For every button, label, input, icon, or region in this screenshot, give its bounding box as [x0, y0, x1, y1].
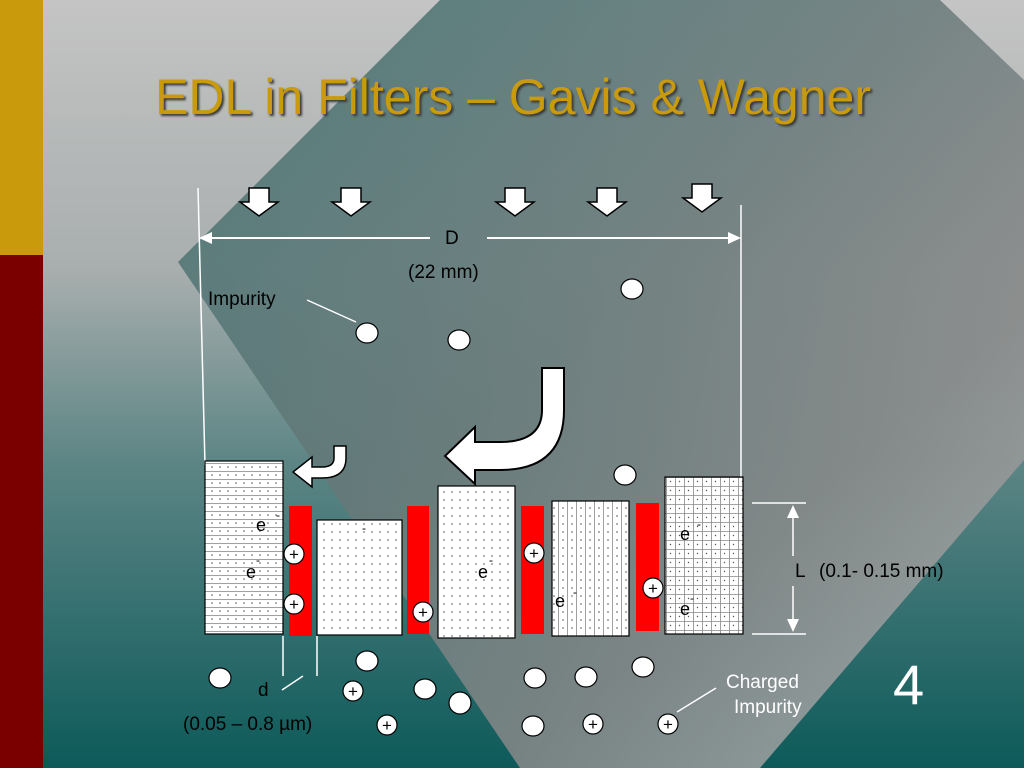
- impurity-particle: [574, 666, 598, 688]
- plus-sign: +: [289, 595, 299, 614]
- impurities-top: [355, 278, 644, 486]
- impurity-particle: [413, 678, 437, 700]
- plus-sign: +: [382, 716, 392, 735]
- impurity-particle: [523, 667, 547, 689]
- curved-arrow-large-icon: [443, 367, 565, 487]
- impurity-particle: [208, 667, 232, 689]
- electron-label: e: [555, 591, 565, 611]
- charged-particle: [283, 543, 305, 565]
- red-strip: [289, 506, 312, 636]
- curved-arrow-small-icon: [291, 445, 347, 489]
- electron-sup: -: [489, 553, 493, 567]
- charged-impurity-pointer-line: [676, 687, 717, 713]
- electron-sup: -: [362, 521, 366, 535]
- plus-sign: +: [348, 682, 358, 701]
- impurity-particle: [447, 329, 471, 351]
- impurities-bottom: [208, 650, 679, 737]
- charged-particle: [342, 680, 364, 702]
- impurity-particle: [355, 650, 379, 672]
- label-d: d: [258, 680, 269, 701]
- label-D-value: (22 mm): [408, 262, 479, 283]
- filter-block-3: [437, 485, 516, 639]
- background-diamond: [178, 0, 1024, 768]
- charged-particles-on-filter: [283, 542, 664, 623]
- label-charged: Charged: [726, 672, 799, 693]
- charged-particle: [642, 577, 664, 599]
- impurity-particle: [448, 691, 472, 715]
- d-pointer-line: [281, 675, 304, 691]
- charged-particle: [283, 593, 305, 615]
- electron-label: e: [256, 515, 266, 535]
- plus-sign: +: [648, 579, 658, 598]
- maroon-side-bar: [0, 255, 43, 768]
- page-number: 4: [893, 653, 925, 716]
- red-strip: [521, 506, 544, 634]
- impurity-particle: [355, 322, 379, 344]
- impurity-particle: [631, 656, 655, 678]
- charged-particle: [376, 714, 398, 736]
- electron-sup: -: [573, 585, 577, 599]
- plus-sign: +: [418, 603, 428, 622]
- electron-sup: -: [276, 508, 280, 522]
- impurity-particle: [620, 278, 644, 300]
- gold-side-bar: [0, 0, 43, 255]
- electron-sup: -: [256, 553, 260, 567]
- label-D: D: [445, 228, 459, 249]
- dimension-D: [199, 232, 741, 244]
- impurity-pointer-line: [306, 299, 357, 323]
- impurity-particle: [613, 464, 637, 486]
- electron-label: e: [680, 524, 690, 544]
- impurity-particle: [521, 715, 545, 737]
- electron-sup: -: [697, 517, 701, 531]
- charged-particle: [582, 713, 604, 735]
- plus-sign: +: [663, 715, 673, 734]
- filter-block-1: [204, 460, 284, 635]
- label-L-value: (0.1- 0.15 mm): [819, 561, 944, 582]
- flow-arrow-icon: [585, 187, 629, 217]
- charged-particle: [412, 601, 434, 623]
- filter-block-4: [551, 500, 630, 637]
- slide-title: EDL in Filters – Gavis & Wagner: [155, 69, 871, 125]
- filter-block-2: [316, 519, 403, 636]
- plus-sign: +: [529, 544, 539, 563]
- label-impurity: Impurity: [208, 289, 276, 310]
- electron-sup: -: [690, 591, 694, 605]
- flow-arrow-icon: [680, 183, 724, 213]
- flow-arrow-icon: [237, 187, 281, 217]
- charged-particle: [523, 542, 545, 564]
- electron-label: e: [680, 599, 690, 619]
- red-strip: [636, 503, 659, 631]
- electron-label: e: [478, 562, 488, 582]
- left-guide-line: [197, 187, 206, 466]
- red-strips: [289, 503, 659, 636]
- electron-label: e: [246, 562, 256, 582]
- flow-arrows: [237, 183, 724, 217]
- plus-sign: +: [588, 715, 598, 734]
- filter-block-5: [664, 476, 744, 635]
- label-charged-impurity: Impurity: [734, 697, 802, 718]
- dimension-L: [752, 502, 806, 635]
- plus-sign: +: [289, 545, 299, 564]
- flow-arrow-icon: [329, 187, 373, 217]
- flow-arrow-icon: [493, 187, 537, 217]
- label-L: L: [795, 561, 806, 582]
- label-d-value: (0.05 – 0.8 µm): [183, 714, 313, 735]
- charged-particle: [657, 713, 679, 735]
